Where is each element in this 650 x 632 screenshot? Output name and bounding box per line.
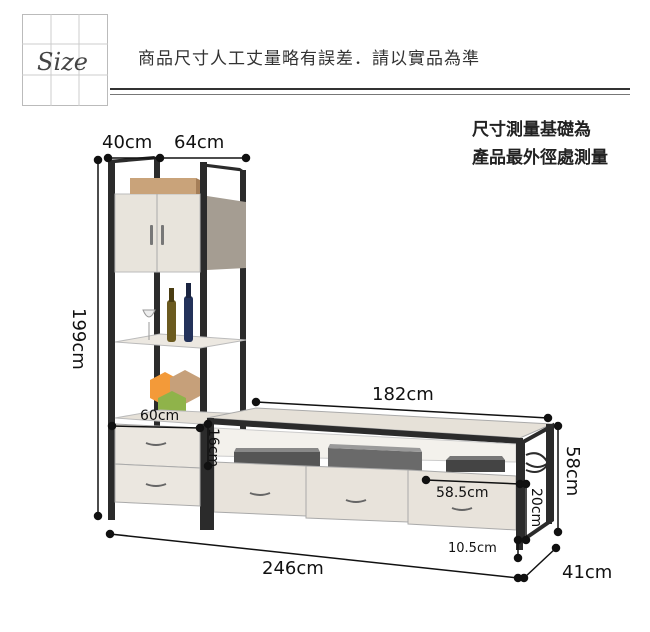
dim-cabinet-width: 60cm	[140, 408, 180, 424]
disclaimer-text: 商品尺寸人工丈量略有誤差．請以實品為準	[138, 49, 480, 69]
dimension-lines	[93, 153, 563, 583]
dim-tv-stand-height: 58cm	[562, 446, 583, 497]
dim-tv-stand-depth: 41cm	[562, 562, 613, 583]
tv-stand	[206, 407, 554, 550]
dim-shelf-width: 64cm	[174, 132, 225, 153]
dim-total-width: 246cm	[262, 558, 324, 579]
dim-drawer-height: 16cm	[205, 428, 221, 468]
note-line-2: 產品最外徑處測量	[472, 148, 608, 168]
dim-total-height: 199cm	[68, 308, 89, 370]
dim-shelf-depth: 40cm	[102, 132, 153, 153]
dim-inner-width: 58.5cm	[436, 485, 489, 501]
tall-shelf-unit	[108, 156, 247, 530]
dim-tv-stand-width: 182cm	[372, 384, 434, 405]
header-divider-thin	[110, 94, 630, 95]
size-label: Size	[37, 48, 88, 76]
note-line-1: 尺寸測量基礎為	[472, 120, 591, 140]
header-divider	[110, 88, 630, 90]
measurement-note: 尺寸測量基礎為 產品最外徑處測量	[472, 116, 608, 172]
dim-leg-height: 10.5cm	[448, 541, 497, 556]
dim-inner-height: 20cm	[528, 488, 544, 528]
size-grid-icon	[22, 14, 108, 106]
